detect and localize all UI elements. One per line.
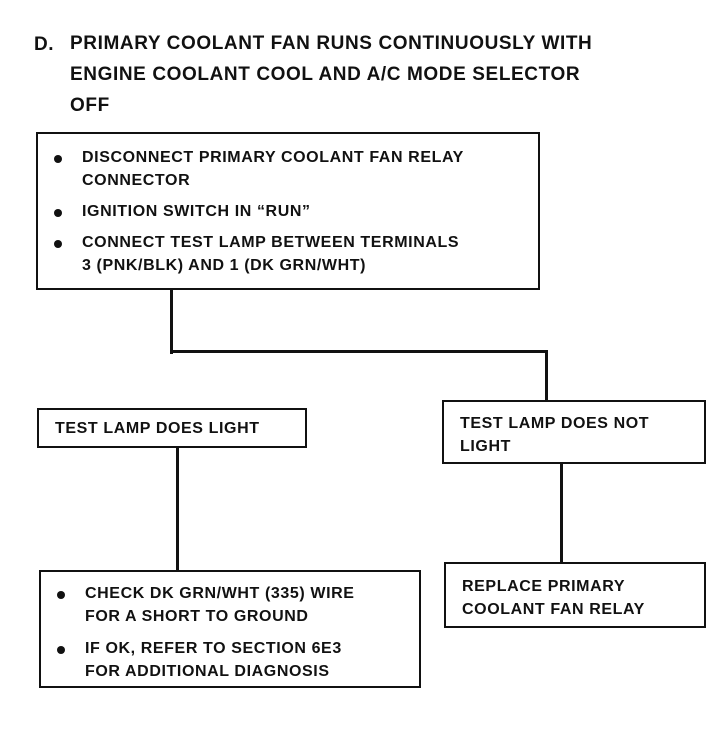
connector-right-down [560,462,563,564]
connector-branch-right-down [545,350,548,402]
connector-left-down [176,446,179,572]
result-text: TEST LAMP DOES LIGHT [55,420,260,437]
step-text: CONNECTOR [82,172,191,189]
title-text: PRIMARY COOLANT FAN RUNS CONTINUOUSLY WI… [70,28,690,121]
start-step-box: DISCONNECT PRIMARY COOLANT FAN RELAY CON… [36,132,540,290]
action-item: CHECK DK GRN/WHT (335) WIRE FOR A SHORT … [41,582,419,628]
result-text: TEST LAMP DOES NOT [460,415,650,432]
action-text: CHECK DK GRN/WHT (335) WIRE [85,585,355,602]
step-item: IGNITION SWITCH IN “RUN” [38,200,538,223]
step-text: IGNITION SWITCH IN “RUN” [82,203,311,220]
action-text: FOR A SHORT TO GROUND [85,608,309,625]
section-letter: D. [34,34,54,55]
result-text: LIGHT [460,438,511,455]
connector-branch-horizontal [170,350,548,353]
bullet-icon [57,646,65,654]
step-text: CONNECT TEST LAMP BETWEEN TERMINALS [82,234,460,251]
action-text: IF OK, REFER TO SECTION 6E3 [85,640,342,657]
title-line: PRIMARY COOLANT FAN RUNS CONTINUOUSLY WI… [70,33,593,54]
step-item: DISCONNECT PRIMARY COOLANT FAN RELAY CON… [38,146,538,192]
step-item: CONNECT TEST LAMP BETWEEN TERMINALS 3 (P… [38,231,538,277]
bullet-icon [54,240,62,248]
action-text: COOLANT FAN RELAY [462,601,645,618]
bullet-icon [57,591,65,599]
bullet-icon [54,155,62,163]
step-text: 3 (PNK/BLK) AND 1 (DK GRN/WHT) [82,257,367,274]
result-lamp-not-light-box: TEST LAMP DOES NOT LIGHT [442,400,706,464]
action-text: REPLACE PRIMARY [462,578,626,595]
bullet-icon [54,209,62,217]
connector-start-down [170,288,173,354]
title-line: ENGINE COOLANT COOL AND A/C MODE SELECTO… [70,64,581,85]
step-text: DISCONNECT PRIMARY COOLANT FAN RELAY [82,149,464,166]
action-item: IF OK, REFER TO SECTION 6E3 FOR ADDITION… [41,637,419,683]
action-text: FOR ADDITIONAL DIAGNOSIS [85,663,330,680]
title-line: OFF [70,95,110,116]
action-replace-relay-box: REPLACE PRIMARY COOLANT FAN RELAY [444,562,706,628]
action-check-wire-box: CHECK DK GRN/WHT (335) WIRE FOR A SHORT … [39,570,421,688]
result-lamp-lights-box: TEST LAMP DOES LIGHT [37,408,307,448]
